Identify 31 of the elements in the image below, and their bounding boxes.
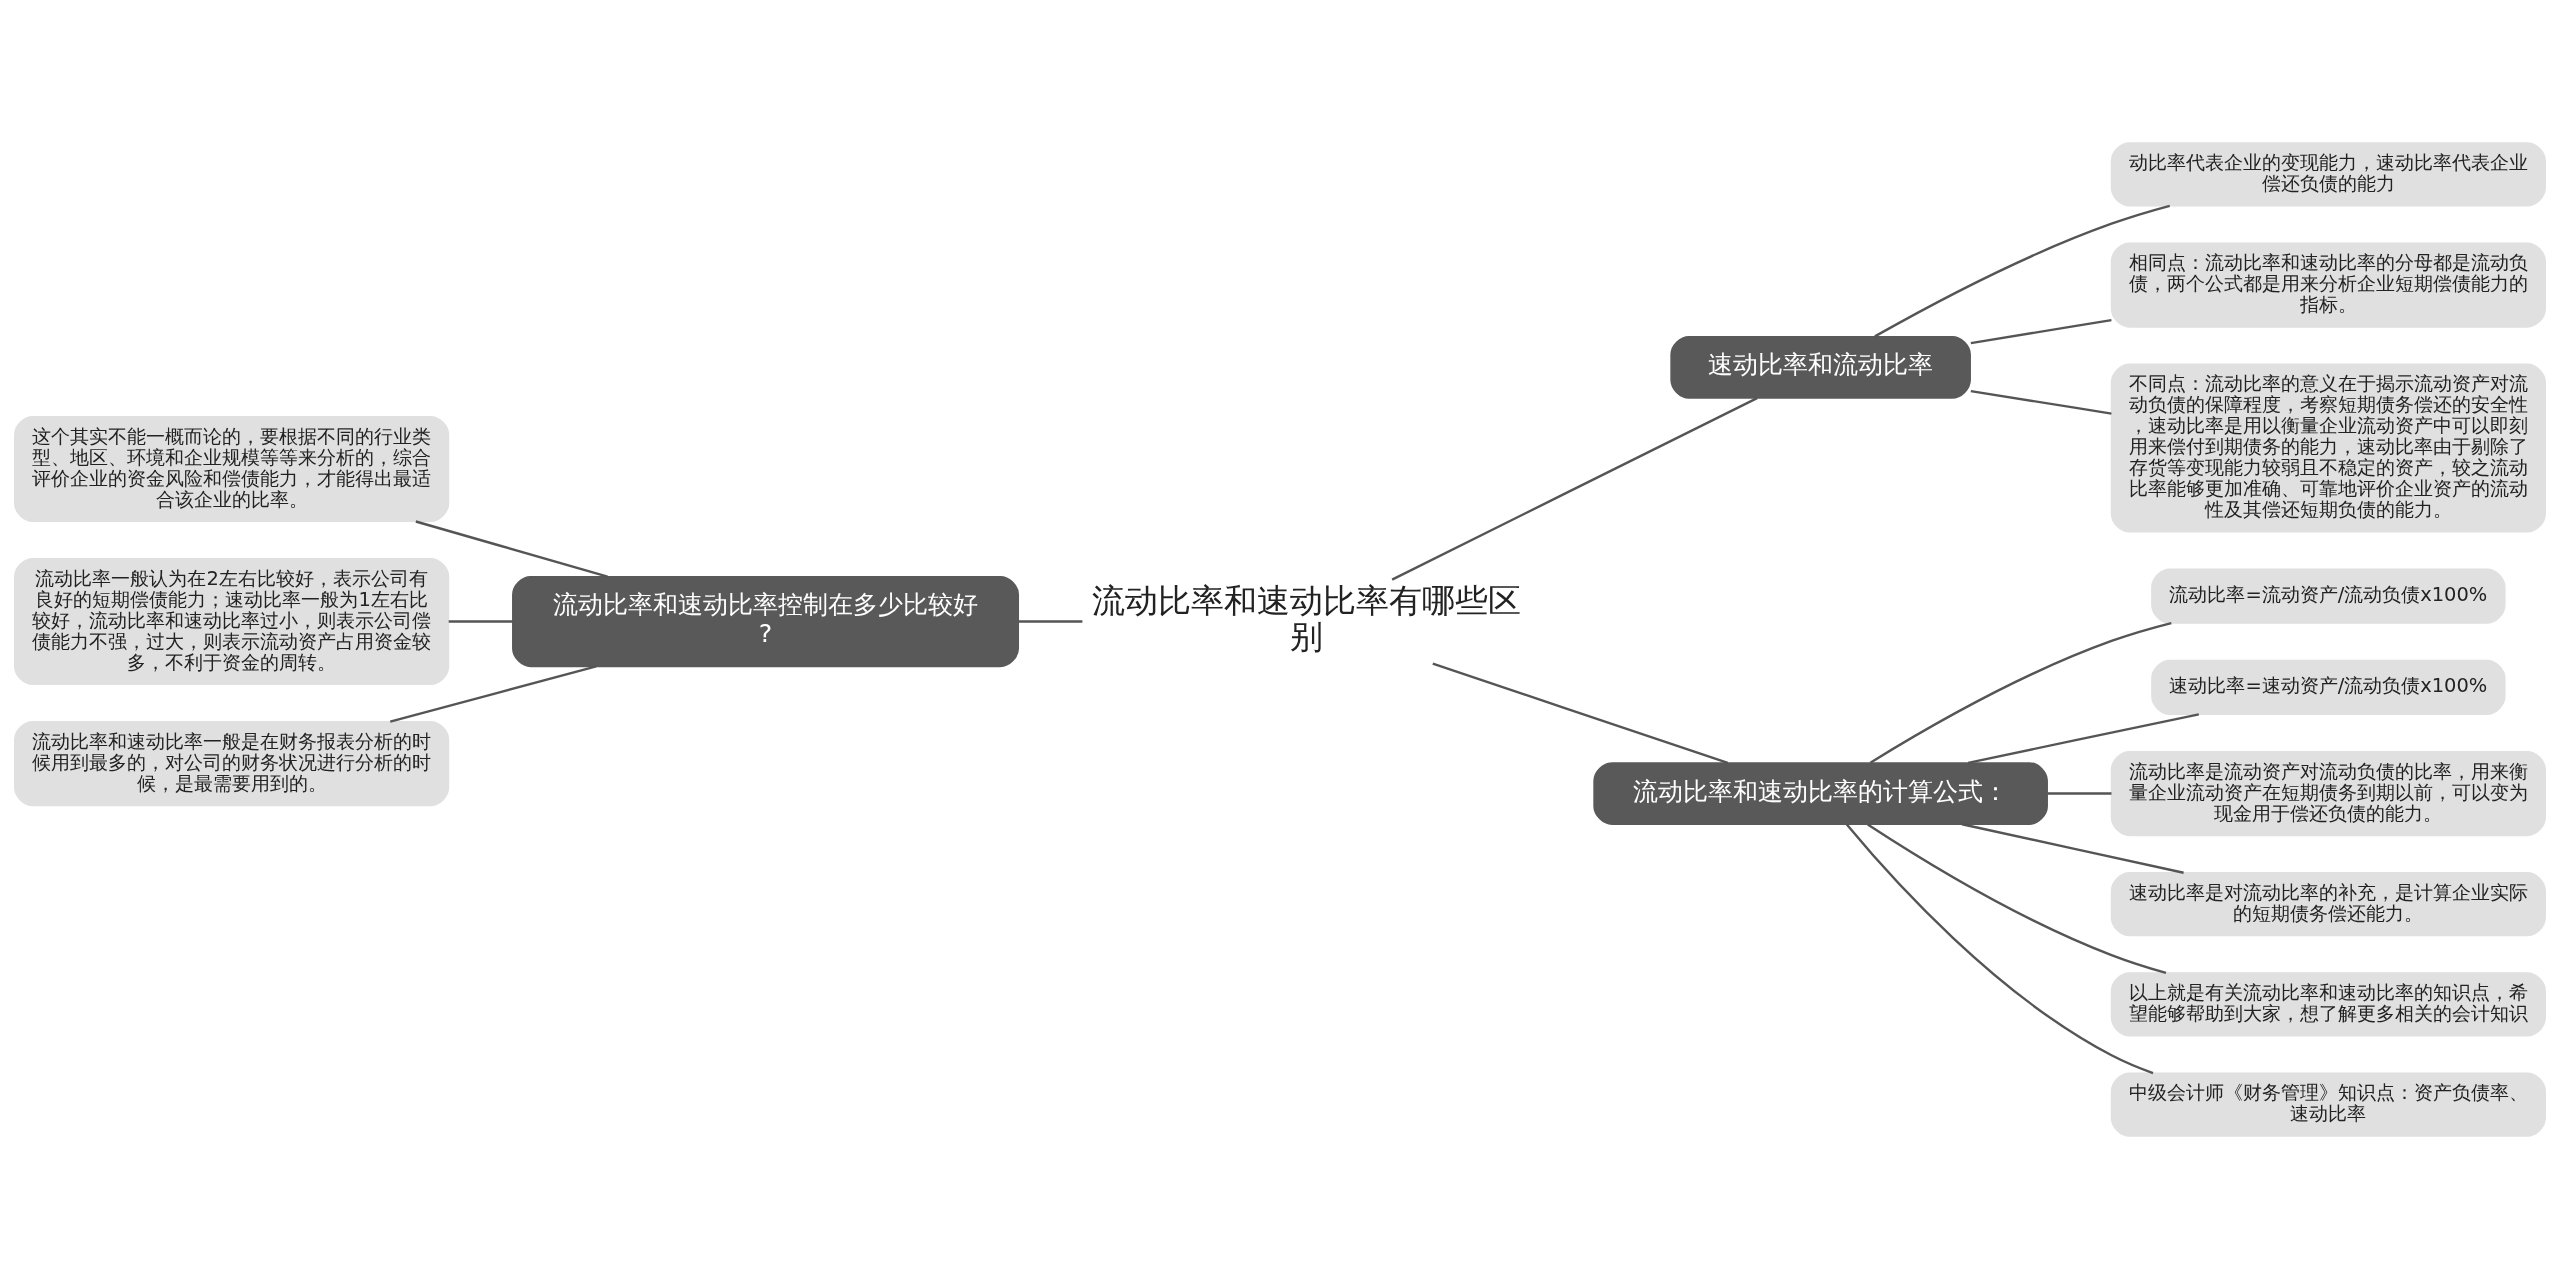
connector [389, 665, 597, 723]
connector [448, 620, 513, 623]
connector [415, 520, 608, 578]
connector [1845, 823, 2154, 1075]
connector [1961, 823, 2184, 874]
node-box: 动比率代表企业的变现能力，速动比率代表企业偿还负债的能力 [2110, 142, 2546, 207]
node-box: 流动比率=流动资产/流动负债x100% [2151, 568, 2506, 624]
node-box: 流动比率和速动比率控制在多少比较好? [512, 575, 1020, 668]
node-text: 流动比率和速动比率有哪些区别 [1091, 580, 1521, 656]
node-box: 速动比率是对流动比率的补充，是计算企业实际的短期债务偿还能力。 [2110, 872, 2546, 937]
connector [1967, 713, 2200, 764]
connector [1970, 319, 2112, 345]
node-box: 流动比率和速动比率的计算公式： [1593, 762, 2048, 825]
connector [2047, 792, 2112, 795]
node-box: 这个其实不能一概而论的，要根据不同的行业类型、地区、环境和企业规模等等来分析的，综合评价企业的资金风险和偿债能力，才能得出最适合该企业的比率。 [14, 415, 450, 523]
node-box: 不同点：流动比率的意义在于揭示流动资产对流动负债的保障程度，考察短期债务偿还的安全性，速动比率是用以衡量企业流动资产中可以即刻用来偿付到期债务的能力，速动比率由于剔除了存货等变现能力较弱且不稳定的资产，较之流动比率能够更加准确、可靠地评价企业资产的流动性及其偿还短期负债的能力。 [2110, 363, 2546, 533]
node-box: 速动比率=速动资产/流动负债x100% [2151, 659, 2506, 716]
node-box: 相同点：流动比率和速动比率的分母都是流动负债，两个公式都是用来分析企业短期偿债能力的指标。 [2110, 242, 2546, 328]
node-box: 流动比率和速动比率一般是在财务报表分析的时候用到最多的，对公司的财务状况进行分析的时候，是最需要用到的。 [14, 721, 450, 807]
connector [1869, 621, 2172, 764]
node-box: 中级会计师《财务管理》知识点：资产负债率、速动比率 [2110, 1072, 2546, 1137]
connector [1391, 397, 1758, 581]
node-box: 流动比率是流动资产对流动负债的比率，用来衡量企业流动资产在短期债务到期以前，可以变为现金用于偿还负债的能力。 [2110, 750, 2546, 837]
connector [1874, 204, 2171, 338]
connector [1432, 662, 1729, 764]
connector [1867, 823, 2167, 974]
node-box: 流动比率一般认为在2左右比较好，表示公司有良好的短期偿债能力；速动比率一般为1左右比较好，流动比率和速动比率过小，则表示公司偿债能力不强，过大，则表示流动资产占用资金较多，不利于资金的周转。 [14, 558, 450, 686]
connector [1018, 620, 1083, 623]
node-box: 速动比率和流动比率 [1670, 335, 1971, 399]
node-box: 以上就是有关流动比率和速动比率的知识点，希望能够帮助到大家，想了解更多相关的会计知识 [2110, 972, 2546, 1037]
connector [1970, 389, 2112, 415]
